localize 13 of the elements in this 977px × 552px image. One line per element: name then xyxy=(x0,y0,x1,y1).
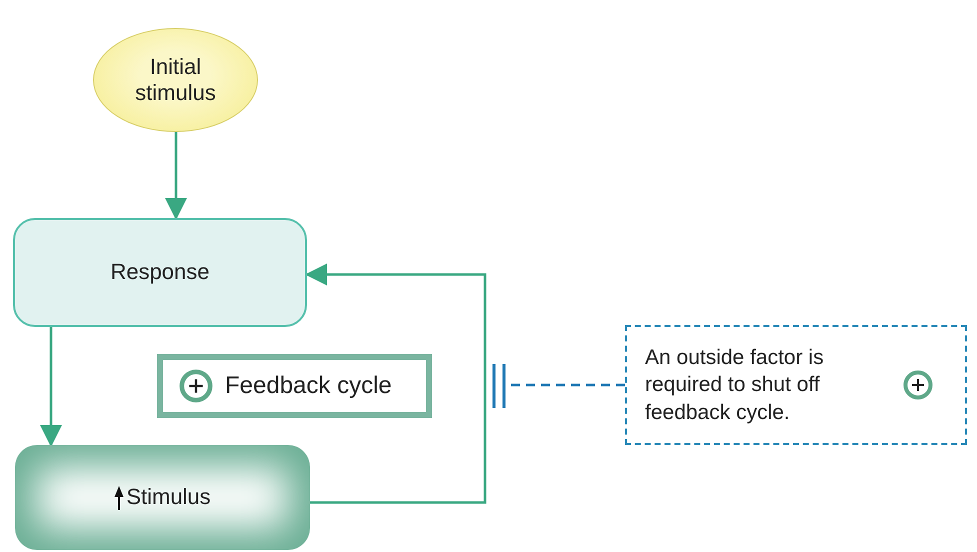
node-label: Stimulus xyxy=(126,484,211,511)
note-box xyxy=(625,325,967,445)
arrow xyxy=(305,264,486,504)
node-label: Initial stimulus xyxy=(134,54,217,106)
stimulus-box xyxy=(15,445,310,550)
feedback-cycle-box xyxy=(157,354,432,418)
node-label: Response xyxy=(110,259,210,286)
arrow xyxy=(40,327,62,447)
node-label: Feedback cycle xyxy=(225,372,392,400)
note-text: An outside factor is required to shut off feedback cycle. xyxy=(645,345,825,426)
response-box xyxy=(13,218,307,327)
arrow xyxy=(165,132,187,220)
block-mark xyxy=(492,364,507,408)
